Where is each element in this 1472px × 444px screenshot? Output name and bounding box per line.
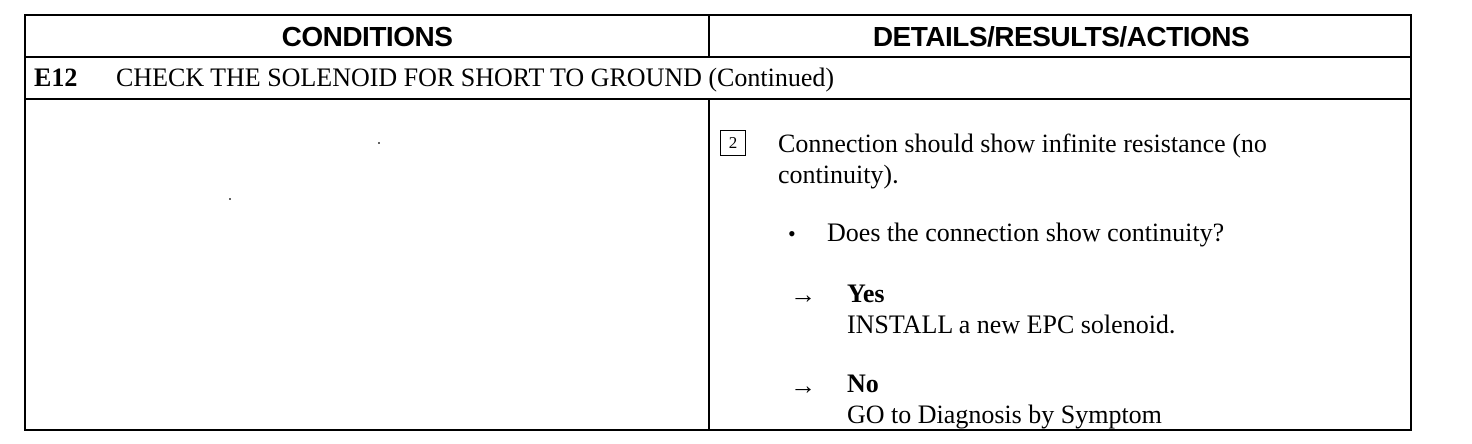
answer-label: No	[847, 369, 879, 398]
step-body-row: 2 Connection should show infinite resist…	[26, 100, 1410, 429]
answer-yes: Yes INSTALL a new EPC solenoid.	[847, 278, 1175, 340]
step-number-box: 2	[720, 130, 746, 156]
scan-speck	[229, 198, 231, 200]
answer-no: No GO to Diagnosis by Symptom	[847, 368, 1162, 430]
column-divider	[708, 100, 710, 429]
arrow-right-icon: →	[790, 280, 816, 309]
diagnostic-table: CONDITIONS DETAILS/RESULTS/ACTIONS E12 C…	[24, 14, 1412, 431]
answer-action: INSTALL a new EPC solenoid.	[847, 310, 1176, 339]
table-header-row: CONDITIONS DETAILS/RESULTS/ACTIONS	[26, 16, 1410, 58]
details-header: DETAILS/RESULTS/ACTIONS	[872, 21, 1250, 52]
details-cell: 2 Connection should show infinite resist…	[710, 100, 1412, 429]
step-code: E12	[34, 63, 78, 92]
question-text: Does the connection show continuity?	[827, 218, 1225, 247]
arrow-right-icon: →	[790, 371, 816, 400]
step-title-row: E12 CHECK THE SOLENOID FOR SHORT TO GROU…	[26, 58, 1410, 100]
step-title: CHECK THE SOLENOID FOR SHORT TO GROUND (…	[116, 63, 835, 92]
answer-action: GO to Diagnosis by Symptom	[847, 400, 1162, 429]
expected-result-text: Connection should show infinite resistan…	[778, 129, 1267, 189]
answer-label: Yes	[847, 279, 885, 308]
column-divider	[708, 16, 710, 56]
conditions-header: CONDITIONS	[281, 21, 453, 52]
bullet-icon: •	[788, 221, 796, 246]
scan-speck	[378, 142, 380, 144]
